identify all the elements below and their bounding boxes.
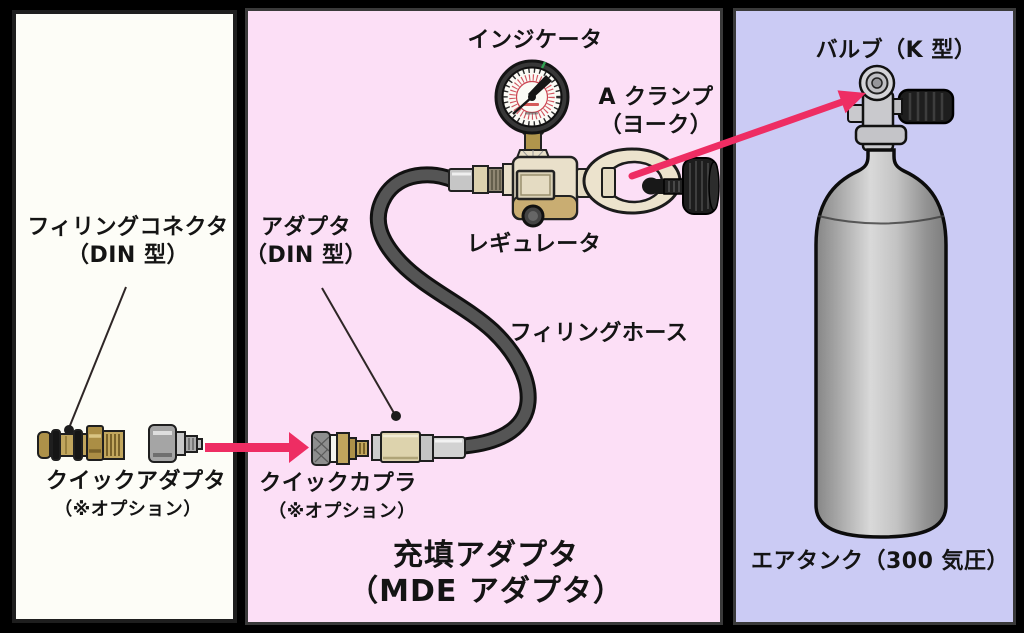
- filling-hose-label: フィリングホース: [509, 321, 689, 346]
- filling-adapter-title: 充填アダプタ （MDE アダプタ）: [348, 538, 624, 610]
- quick-adapter-note: （※オプション）: [54, 499, 202, 520]
- quick-coupler-note: （※オプション）: [268, 501, 416, 522]
- valve-label: バルブ（K 型）: [815, 38, 977, 63]
- quick-adapter-label: クイックアダプタ: [45, 469, 227, 494]
- filling-adapter-title-line1: 充填アダプタ: [392, 538, 579, 573]
- panel-air-tank: [733, 8, 1016, 625]
- filling-connector-label-line2: （DIN 型）: [66, 243, 190, 268]
- a-clamp-label-line1: A クランプ: [598, 85, 714, 110]
- a-clamp-label: A クランプ （ヨーク）: [598, 84, 713, 140]
- indicator-label: インジケータ: [467, 28, 603, 53]
- filling-adapter-title-line2: （MDE アダプタ）: [348, 574, 624, 609]
- filling-connector-label-line1: フィリングコネクタ: [27, 215, 229, 240]
- din-adapter-label: アダプタ （DIN 型）: [245, 214, 367, 270]
- din-adapter-label-line2: （DIN 型）: [244, 243, 368, 268]
- air-tank-label: エアタンク（300 気圧）: [750, 549, 1010, 574]
- a-clamp-label-line2: （ヨーク）: [599, 113, 713, 138]
- panel-filling-connector: [12, 10, 237, 623]
- filling-connector-label: フィリングコネクタ （DIN 型）: [27, 214, 228, 270]
- quick-coupler-label: クイックカプラ: [259, 471, 417, 496]
- regulator-label: レギュレータ: [466, 232, 602, 257]
- din-adapter-label-line1: アダプタ: [260, 215, 351, 240]
